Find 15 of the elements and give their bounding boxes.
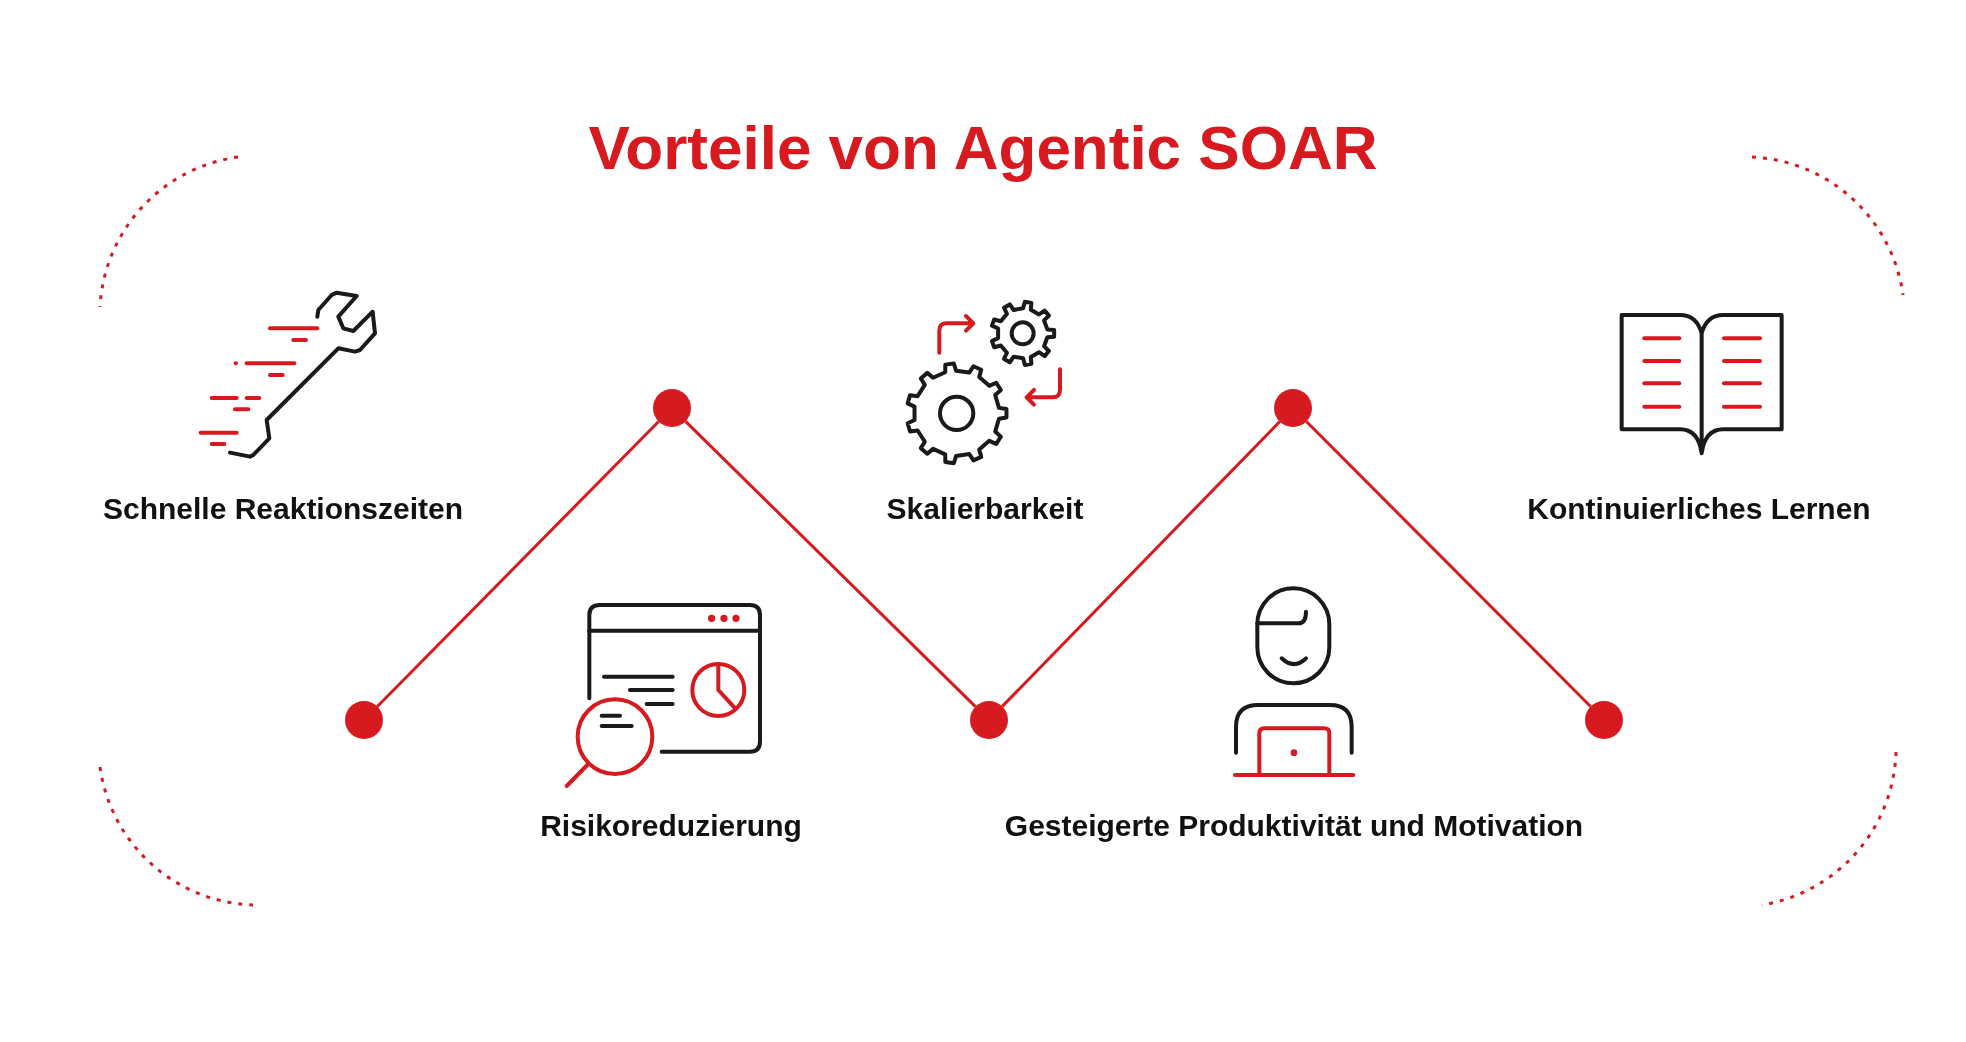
timeline-dot — [970, 701, 1008, 739]
timeline-dot — [653, 389, 691, 427]
timeline-dot — [345, 701, 383, 739]
benefit-label: Gesteigerte Produktivität und Motivation — [1004, 809, 1584, 843]
timeline-dot — [1585, 701, 1623, 739]
connector-line — [1305, 420, 1592, 708]
benefit-label: Risikoreduzierung — [540, 809, 802, 843]
connector-line — [684, 420, 977, 708]
timeline-dot — [1274, 389, 1312, 427]
connector-line — [1001, 420, 1281, 708]
benefit-label: Skalierbarkeit — [886, 492, 1084, 526]
connector-line — [376, 420, 660, 708]
title: Vorteile von Agentic SOAR — [588, 113, 1378, 182]
benefit-label: Kontinuierliches Lernen — [1527, 492, 1871, 526]
benefit-label: Schnelle Reaktionszeiten — [102, 492, 464, 526]
